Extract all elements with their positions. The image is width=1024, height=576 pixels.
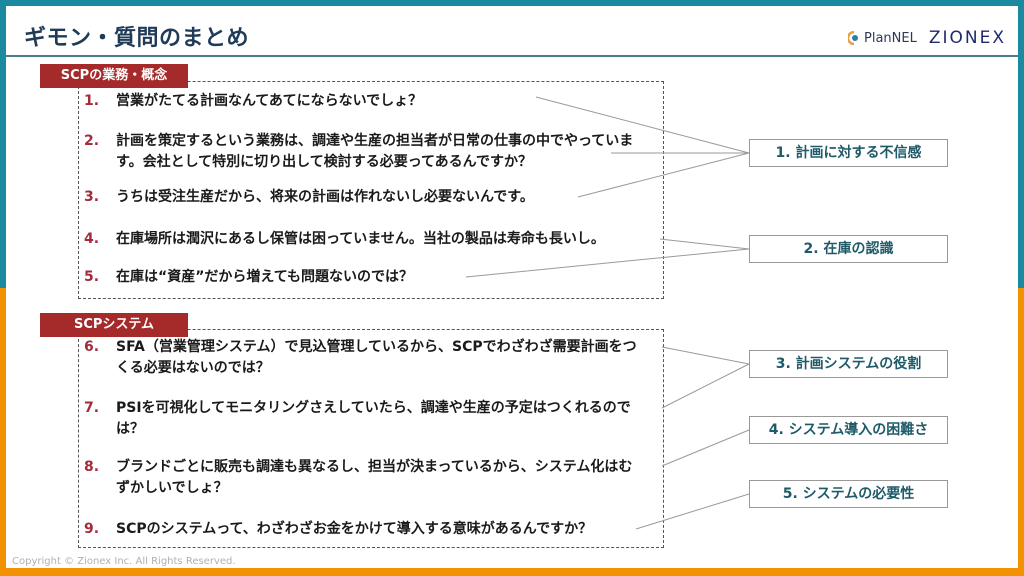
page-title: ギモン・質問のまとめ	[24, 26, 250, 51]
question-text: うちは受注生産だから、将来の計画は作れないし必要ないんです。	[116, 189, 534, 205]
question-item-6: 6. SFA（営業管理システム）で見込管理しているから、SCPでわざわざ需要計画…	[84, 337, 644, 379]
question-text: SCPのシステムって、わざわざお金をかけて導入する意味があるんですか？	[116, 521, 593, 537]
section-label-scp-business: SCPの業務・概念	[40, 64, 188, 88]
question-number: 9.	[84, 521, 100, 537]
logos: PlanNEL ZIONEX	[848, 28, 1006, 48]
plannel-logo-text: PlanNEL	[864, 30, 917, 46]
connector-lines	[465, 96, 750, 530]
category-box-system-necessity: 5. システムの必要性	[749, 480, 948, 508]
question-number: 5.	[84, 269, 100, 285]
question-number: 2.	[84, 133, 100, 149]
question-number: 8.	[84, 459, 100, 475]
question-number: 7.	[84, 400, 100, 416]
title-divider	[6, 55, 1018, 57]
question-item-3: 3. うちは受注生産だから、将来の計画は作れないし必要ないんです。	[84, 187, 644, 208]
section-box-scp-business	[78, 81, 664, 299]
question-text: ブランドごとに販売も調達も異なるし、担当が決まっているから、システム化はむずかし…	[116, 459, 633, 496]
section-label-scp-system: SCPシステム	[40, 313, 188, 337]
section-box-scp-system	[78, 329, 664, 548]
category-box-inventory-recognition: 2. 在庫の認識	[749, 235, 948, 263]
question-text: SFA（営業管理システム）で見込管理しているから、SCPでわざわざ需要計画をつく…	[116, 339, 637, 376]
slide: ギモン・質問のまとめ PlanNEL ZIONEX	[6, 6, 1018, 568]
plannel-logo-icon	[848, 31, 858, 45]
category-box-plan-distrust: 1. 計画に対する不信感	[749, 139, 948, 167]
question-text: PSIを可視化してモニタリングさえしていたら、調達や生産の予定はつくれるのでは？	[116, 400, 631, 437]
question-item-2: 2. 計画を策定するという業務は、調達や生産の担当者が日常の仕事の中でやっていま…	[84, 131, 644, 173]
question-text: 在庫は“資産”だから増えても問題ないのでは？	[116, 269, 414, 285]
question-number: 4.	[84, 231, 100, 247]
category-box-plan-system-role: 3. 計画システムの役割	[749, 350, 948, 378]
question-number: 6.	[84, 339, 100, 355]
question-item-8: 8. ブランドごとに販売も調達も異なるし、担当が決まっているから、システム化はむ…	[84, 457, 644, 499]
question-item-4: 4. 在庫場所は潤沢にあるし保管は困っていません。当社の製品は寿命も長いし。	[84, 229, 644, 250]
copyright-notice: Copyright © Zionex Inc. All Rights Reser…	[12, 556, 236, 567]
question-text: 計画を策定するという業務は、調達や生産の担当者が日常の仕事の中でやっています。会…	[116, 133, 634, 170]
category-box-system-difficulty: 4. システム導入の困難さ	[749, 416, 948, 444]
plannel-logo: PlanNEL	[848, 31, 917, 46]
question-item-7: 7. PSIを可視化してモニタリングさえしていたら、調達や生産の予定はつくれるの…	[84, 398, 644, 440]
question-item-1: 1. 営業がたてる計画なんてあてにならないでしょ？	[84, 91, 644, 112]
question-text: 在庫場所は潤沢にあるし保管は困っていません。当社の製品は寿命も長いし。	[116, 231, 605, 247]
question-number: 3.	[84, 189, 100, 205]
question-item-5: 5. 在庫は“資産”だから増えても問題ないのでは？	[84, 267, 644, 288]
question-number: 1.	[84, 93, 100, 109]
question-text: 営業がたてる計画なんてあてにならないでしょ？	[116, 93, 423, 109]
zionex-logo: ZIONEX	[928, 28, 1006, 48]
question-item-9: 9. SCPのシステムって、わざわざお金をかけて導入する意味があるんですか？	[84, 519, 644, 540]
